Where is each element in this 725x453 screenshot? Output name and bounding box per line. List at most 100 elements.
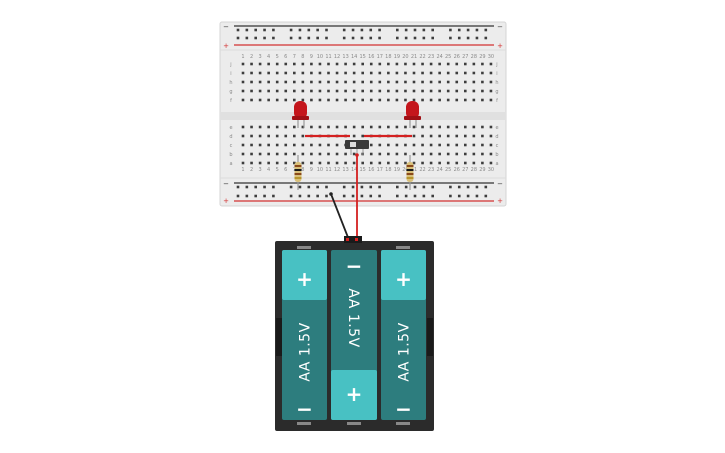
terminal-hole[interactable]: [421, 71, 424, 75]
terminal-hole[interactable]: [327, 80, 330, 84]
terminal-hole[interactable]: [310, 80, 313, 84]
rail-hole[interactable]: [272, 194, 275, 198]
rail-hole[interactable]: [360, 28, 364, 32]
terminal-hole[interactable]: [241, 161, 245, 165]
terminal-hole[interactable]: [421, 98, 424, 102]
terminal-hole[interactable]: [378, 152, 382, 156]
terminal-hole[interactable]: [335, 152, 339, 156]
terminal-hole[interactable]: [352, 125, 356, 129]
terminal-hole[interactable]: [429, 89, 433, 93]
rail-hole[interactable]: [342, 28, 346, 32]
terminal-hole[interactable]: [489, 152, 493, 156]
terminal-hole[interactable]: [258, 71, 262, 75]
rail-hole[interactable]: [475, 36, 479, 40]
terminal-hole[interactable]: [446, 161, 450, 165]
rail-hole[interactable]: [298, 36, 302, 40]
terminal-hole[interactable]: [387, 80, 390, 84]
terminal-hole[interactable]: [455, 161, 459, 165]
rail-hole[interactable]: [263, 185, 266, 189]
battery-cell-3[interactable]: + − AA 1.5V: [381, 250, 426, 421]
terminal-hole[interactable]: [472, 71, 476, 75]
terminal-hole[interactable]: [352, 89, 356, 93]
terminal-hole[interactable]: [412, 125, 416, 129]
terminal-hole[interactable]: [318, 161, 322, 165]
terminal-hole[interactable]: [310, 89, 313, 93]
terminal-hole[interactable]: [258, 80, 262, 84]
terminal-hole[interactable]: [327, 143, 330, 147]
terminal-hole[interactable]: [241, 125, 245, 129]
rail-hole[interactable]: [254, 194, 257, 198]
terminal-hole[interactable]: [335, 98, 339, 102]
terminal-hole[interactable]: [310, 71, 313, 75]
rail-hole[interactable]: [484, 194, 488, 198]
terminal-hole[interactable]: [241, 71, 245, 75]
terminal-hole[interactable]: [455, 80, 459, 84]
terminal-hole[interactable]: [481, 125, 484, 129]
rail-hole[interactable]: [342, 194, 346, 198]
terminal-hole[interactable]: [284, 89, 288, 93]
terminal-hole[interactable]: [429, 80, 433, 84]
rail-hole[interactable]: [378, 185, 381, 189]
terminal-hole[interactable]: [446, 71, 450, 75]
terminal-hole[interactable]: [275, 98, 279, 102]
terminal-hole[interactable]: [446, 152, 450, 156]
rail-hole[interactable]: [413, 36, 417, 40]
rail-hole[interactable]: [457, 28, 461, 32]
rail-hole[interactable]: [245, 28, 249, 32]
terminal-hole[interactable]: [429, 152, 433, 156]
terminal-hole[interactable]: [378, 62, 382, 66]
terminal-hole[interactable]: [387, 89, 390, 93]
terminal-hole[interactable]: [361, 62, 364, 66]
terminal-hole[interactable]: [301, 98, 305, 102]
rail-hole[interactable]: [413, 28, 417, 32]
rail-hole[interactable]: [466, 185, 470, 189]
rail-hole[interactable]: [466, 194, 470, 198]
terminal-hole[interactable]: [404, 143, 407, 147]
rail-hole[interactable]: [307, 28, 311, 32]
terminal-hole[interactable]: [369, 80, 373, 84]
terminal-hole[interactable]: [387, 71, 390, 75]
terminal-hole[interactable]: [293, 62, 296, 66]
terminal-hole[interactable]: [378, 80, 382, 84]
terminal-hole[interactable]: [412, 98, 416, 102]
rail-hole[interactable]: [236, 28, 240, 32]
terminal-hole[interactable]: [429, 134, 433, 138]
rail-hole[interactable]: [272, 36, 275, 40]
rail-hole[interactable]: [307, 36, 311, 40]
terminal-hole[interactable]: [335, 62, 339, 66]
rail-hole[interactable]: [431, 194, 434, 198]
rail-hole[interactable]: [272, 28, 275, 32]
rail-hole[interactable]: [457, 185, 461, 189]
terminal-hole[interactable]: [481, 62, 484, 66]
rail-hole[interactable]: [484, 28, 488, 32]
terminal-hole[interactable]: [464, 89, 467, 93]
terminal-hole[interactable]: [429, 143, 433, 147]
terminal-hole[interactable]: [429, 161, 433, 165]
terminal-hole[interactable]: [318, 152, 322, 156]
rail-hole[interactable]: [325, 194, 328, 198]
rail-hole[interactable]: [351, 194, 355, 198]
terminal-hole[interactable]: [275, 143, 279, 147]
rail-hole[interactable]: [289, 28, 293, 32]
rail-hole[interactable]: [369, 194, 373, 198]
terminal-hole[interactable]: [267, 134, 270, 138]
rail-hole[interactable]: [254, 185, 257, 189]
terminal-hole[interactable]: [361, 71, 364, 75]
terminal-hole[interactable]: [464, 62, 467, 66]
terminal-hole[interactable]: [284, 143, 288, 147]
terminal-hole[interactable]: [421, 125, 424, 129]
terminal-hole[interactable]: [472, 62, 476, 66]
terminal-hole[interactable]: [335, 71, 339, 75]
rail-hole[interactable]: [325, 36, 328, 40]
terminal-hole[interactable]: [481, 80, 484, 84]
rail-hole[interactable]: [457, 36, 461, 40]
terminal-hole[interactable]: [369, 143, 373, 147]
terminal-hole[interactable]: [310, 161, 313, 165]
terminal-hole[interactable]: [250, 62, 253, 66]
terminal-hole[interactable]: [250, 89, 253, 93]
terminal-hole[interactable]: [267, 143, 270, 147]
battery-pack[interactable]: + − AA 1.5V − + AA 1.5V + − AA 1.5V: [275, 236, 434, 431]
terminal-hole[interactable]: [395, 89, 399, 93]
rail-hole[interactable]: [396, 185, 399, 189]
terminal-hole[interactable]: [464, 125, 467, 129]
